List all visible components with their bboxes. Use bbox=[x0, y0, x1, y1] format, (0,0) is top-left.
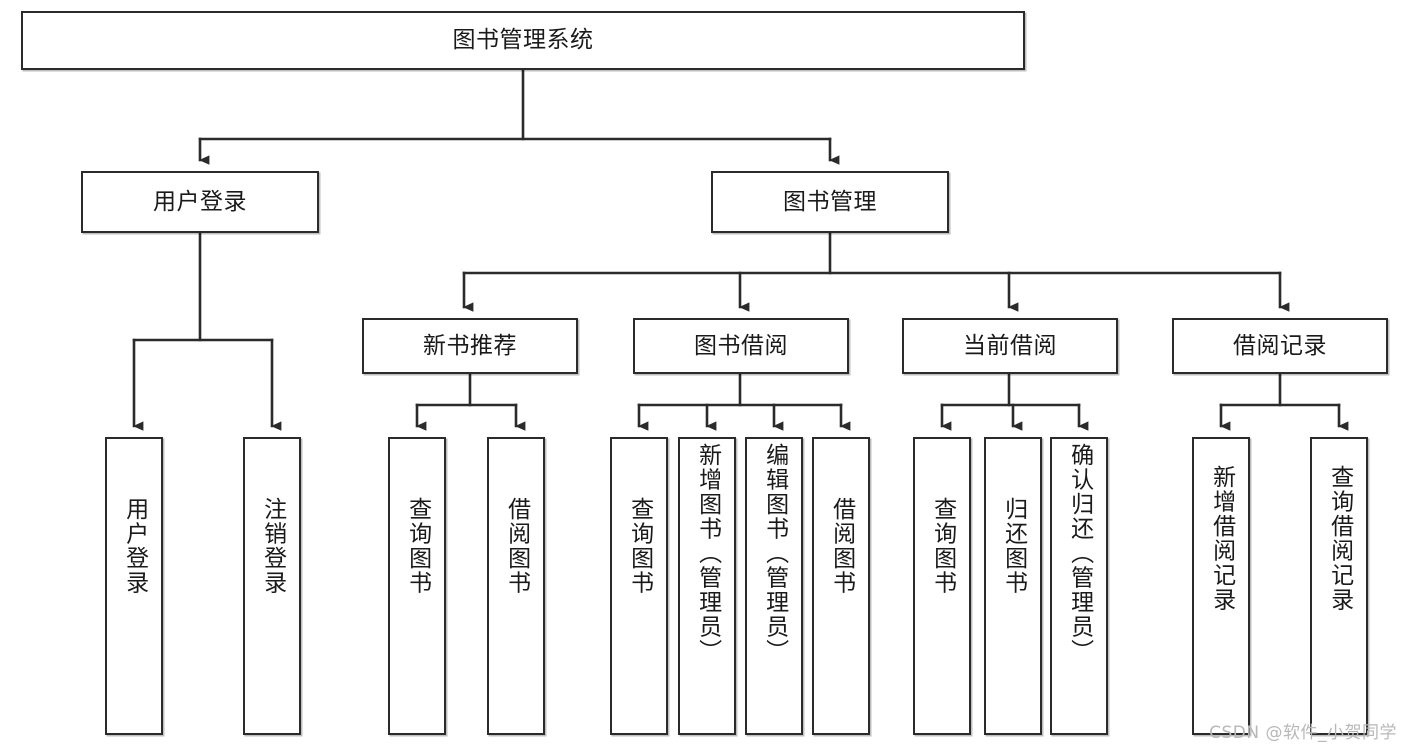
node-leaf-cur-confirm-return-label: 确认归还（管理员） bbox=[1066, 443, 1093, 664]
node-leaf-borrow-add-book-label: 新增图书（管理员） bbox=[694, 443, 721, 664]
node-leaf-cur-return-book-label: 归还图书 bbox=[1000, 497, 1027, 595]
node-leaf-user-logout-label: 注销登录 bbox=[259, 497, 286, 595]
node-leaf-cur-confirm-return[interactable]: 确认归还（管理员） bbox=[1050, 437, 1108, 735]
node-leaf-borrow-edit-book-label: 编辑图书（管理员） bbox=[761, 443, 788, 664]
node-borrow-record[interactable]: 借阅记录 bbox=[1172, 318, 1388, 374]
node-leaf-borrow-query-book[interactable]: 查询图书 bbox=[610, 437, 668, 735]
node-new-book-rec[interactable]: 新书推荐 bbox=[362, 318, 578, 374]
node-leaf-rec-query-record-label: 查询借阅记录 bbox=[1326, 465, 1353, 612]
node-leaf-borrow-edit-book[interactable]: 编辑图书（管理员） bbox=[745, 437, 803, 735]
node-leaf-rec-add-record-label: 新增借阅记录 bbox=[1208, 465, 1235, 612]
node-root-label: 图书管理系统 bbox=[452, 27, 594, 54]
node-leaf-rec-add-record[interactable]: 新增借阅记录 bbox=[1192, 437, 1250, 735]
node-leaf-rec-borrow-book[interactable]: 借阅图书 bbox=[487, 437, 545, 735]
node-user-login[interactable]: 用户登录 bbox=[81, 171, 319, 233]
node-leaf-rec-query-book[interactable]: 查询图书 bbox=[388, 437, 446, 735]
node-leaf-user-login-label: 用户登录 bbox=[121, 497, 148, 595]
node-leaf-user-logout[interactable]: 注销登录 bbox=[243, 437, 301, 735]
node-book-borrow-label: 图书借阅 bbox=[694, 332, 788, 359]
node-leaf-user-login[interactable]: 用户登录 bbox=[105, 437, 163, 735]
node-book-borrow[interactable]: 图书借阅 bbox=[633, 318, 849, 374]
node-leaf-cur-return-book[interactable]: 归还图书 bbox=[984, 437, 1042, 735]
node-leaf-borrow-borrow-book[interactable]: 借阅图书 bbox=[812, 437, 870, 735]
node-leaf-cur-query-book[interactable]: 查询图书 bbox=[913, 437, 971, 735]
node-leaf-borrow-borrow-book-label: 借阅图书 bbox=[828, 497, 855, 595]
node-borrow-record-label: 借阅记录 bbox=[1233, 332, 1327, 359]
node-leaf-borrow-add-book[interactable]: 新增图书（管理员） bbox=[678, 437, 736, 735]
node-leaf-cur-query-book-label: 查询图书 bbox=[929, 497, 956, 595]
node-leaf-borrow-query-book-label: 查询图书 bbox=[626, 497, 653, 595]
node-current-borrow[interactable]: 当前借阅 bbox=[902, 318, 1118, 374]
node-leaf-rec-query-book-label: 查询图书 bbox=[404, 497, 431, 595]
node-user-login-label: 用户登录 bbox=[153, 188, 247, 215]
node-leaf-rec-borrow-book-label: 借阅图书 bbox=[503, 497, 530, 595]
node-root[interactable]: 图书管理系统 bbox=[21, 11, 1025, 70]
node-new-book-rec-label: 新书推荐 bbox=[423, 332, 517, 359]
node-book-manage[interactable]: 图书管理 bbox=[711, 171, 949, 233]
node-book-manage-label: 图书管理 bbox=[783, 188, 877, 215]
node-current-borrow-label: 当前借阅 bbox=[963, 332, 1057, 359]
node-leaf-rec-query-record[interactable]: 查询借阅记录 bbox=[1310, 437, 1368, 735]
